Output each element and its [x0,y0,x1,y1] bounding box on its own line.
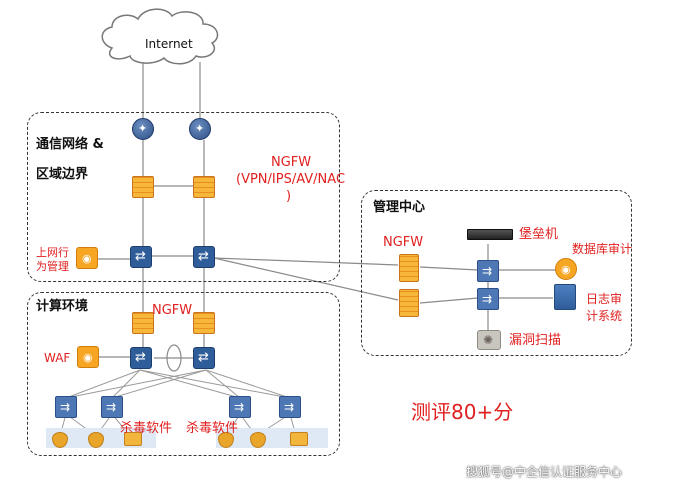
behavior-management-label-2: 为管理 [36,260,69,273]
behavior-management-icon [76,247,98,269]
score-label: 测评80+分 [411,400,514,424]
endpoint-shield-icon [52,432,68,448]
ngfw-compute-label: NGFW [152,303,193,318]
firewall-icon [399,254,419,282]
mgmt-switch-icon [477,288,499,310]
compute-zone-title: 计算环境 [36,299,89,314]
waf-icon [77,346,99,368]
access-switch-icon [101,396,123,418]
endpoint-shield-icon [88,432,104,448]
ngfw-top-label-3: ) [286,189,292,204]
ngfw-top-label-1: NGFW [271,155,312,170]
access-switch-icon [229,396,251,418]
vuln-scan-label: 漏洞扫描 [509,333,562,348]
boundary-zone-title-1: 通信网络 & [36,137,104,152]
endpoint-shield-icon [250,432,266,448]
core-switch-icon [130,347,152,369]
bastion-host-icon [467,229,513,240]
core-switch-icon [130,246,152,268]
management-zone [361,190,632,356]
waf-label: WAF [44,351,71,365]
internet-cloud [101,8,219,65]
router-icon [132,118,154,140]
firewall-icon [132,312,154,334]
pc-icon [290,432,308,446]
compute-zone [27,292,340,456]
db-audit-icon [555,258,577,280]
core-switch-icon [193,347,215,369]
boundary-zone-title-2: 区域边界 [36,167,89,182]
log-audit-label-2: 计系统 [586,309,623,323]
vulnerability-scan-icon [477,330,501,350]
behavior-management-label-1: 上网行 [36,246,69,259]
antivirus-label-right: 杀毒软件 [186,421,239,436]
antivirus-label-left: 杀毒软件 [120,421,173,436]
firewall-icon [399,289,419,317]
db-audit-label: 数据库审计 [572,242,633,256]
ngfw-mgmt-label: NGFW [383,235,424,250]
boundary-zone [27,112,340,282]
log-audit-icon [554,284,576,310]
bastion-label: 堡垒机 [519,227,559,242]
pc-icon [124,432,142,446]
firewall-icon [132,176,154,198]
firewall-icon [193,176,215,198]
mgmt-switch-icon [477,260,499,282]
ngfw-top-label-2: (VPN/IPS/AV/NAC [236,172,346,187]
log-audit-label-1: 日志审 [586,292,623,306]
watermark-text: 搜狐号@中企信认证服务中心 [466,465,623,479]
access-switch-icon [55,396,77,418]
firewall-icon [193,312,215,334]
access-switch-icon [279,396,301,418]
endpoint-shield-icon [218,432,234,448]
router-icon [189,118,211,140]
management-zone-title: 管理中心 [373,200,426,215]
core-switch-icon [193,246,215,268]
internet-label: Internet [145,37,193,51]
